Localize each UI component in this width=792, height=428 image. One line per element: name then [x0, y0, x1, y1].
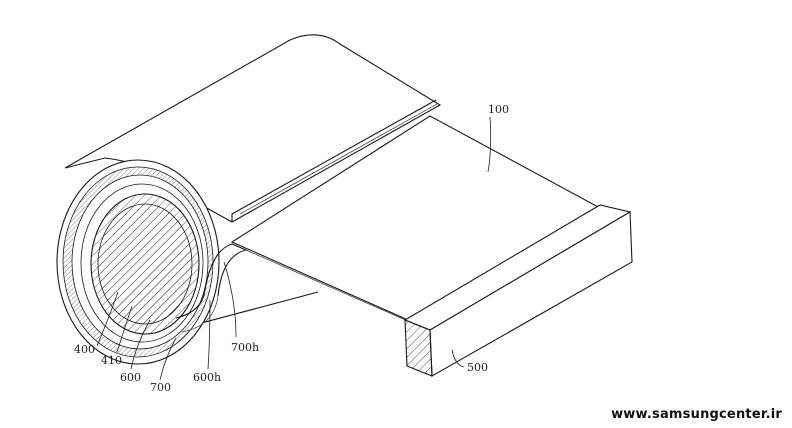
- label-roller: 400: [74, 343, 95, 356]
- reference-numerals: 100 500 400 410 600 700 600h 700h: [74, 103, 509, 394]
- watermark: www.samsungcenter.ir: [611, 407, 782, 422]
- label-end-bar: 500: [467, 361, 488, 374]
- label-slot-inner: 600h: [193, 371, 221, 384]
- leader-lines: [96, 116, 492, 381]
- label-roller-part: 410: [101, 354, 122, 367]
- housing-cross-section: [56, 159, 248, 365]
- label-housing-outer: 700: [150, 381, 171, 394]
- end-bar: [403, 204, 633, 377]
- label-housing-inner: 600: [120, 371, 141, 384]
- label-slot-outer: 700h: [231, 341, 259, 354]
- label-display: 100: [488, 103, 509, 116]
